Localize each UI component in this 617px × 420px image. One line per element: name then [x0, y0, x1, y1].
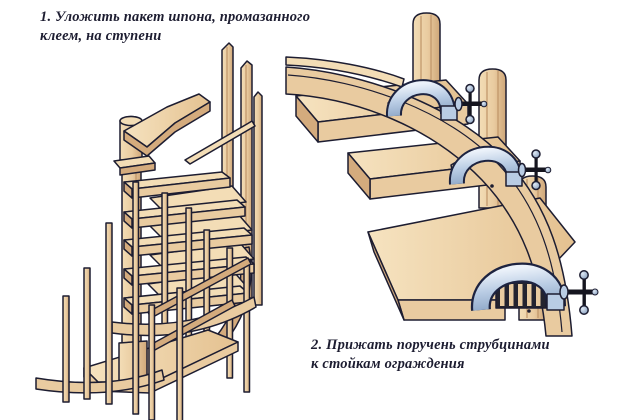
clamp-boss — [546, 293, 565, 311]
clamp-handle — [582, 276, 586, 309]
caption-step1: 1. Уложить пакет шпона, промазанного кле… — [40, 9, 311, 44]
column-collar — [113, 155, 156, 176]
spiral-staircase-illustration — [35, 42, 263, 420]
clamp-screw — [563, 289, 593, 295]
c-clamp — [449, 145, 552, 191]
clamp-handle — [468, 89, 472, 119]
c-clamp — [386, 79, 488, 125]
handrail-clamping-illustration — [285, 12, 599, 337]
clamp-handle — [534, 155, 538, 185]
top-step — [123, 93, 211, 157]
clamp-screw — [521, 167, 547, 172]
caption-step2: 2. Прижать поручень струбцинами к стойка… — [311, 337, 550, 372]
curved-handrail — [285, 56, 573, 337]
tall-board — [253, 91, 263, 306]
screw-head-dot — [490, 184, 494, 188]
loose-lamination-board — [184, 120, 256, 165]
loose-baluster — [62, 222, 113, 405]
c-clamp — [470, 262, 599, 315]
screw-head-dot — [527, 309, 531, 313]
baluster — [132, 181, 184, 420]
clamp-boss — [505, 171, 523, 187]
step-bar — [123, 171, 231, 199]
clamp-boss — [440, 105, 458, 121]
